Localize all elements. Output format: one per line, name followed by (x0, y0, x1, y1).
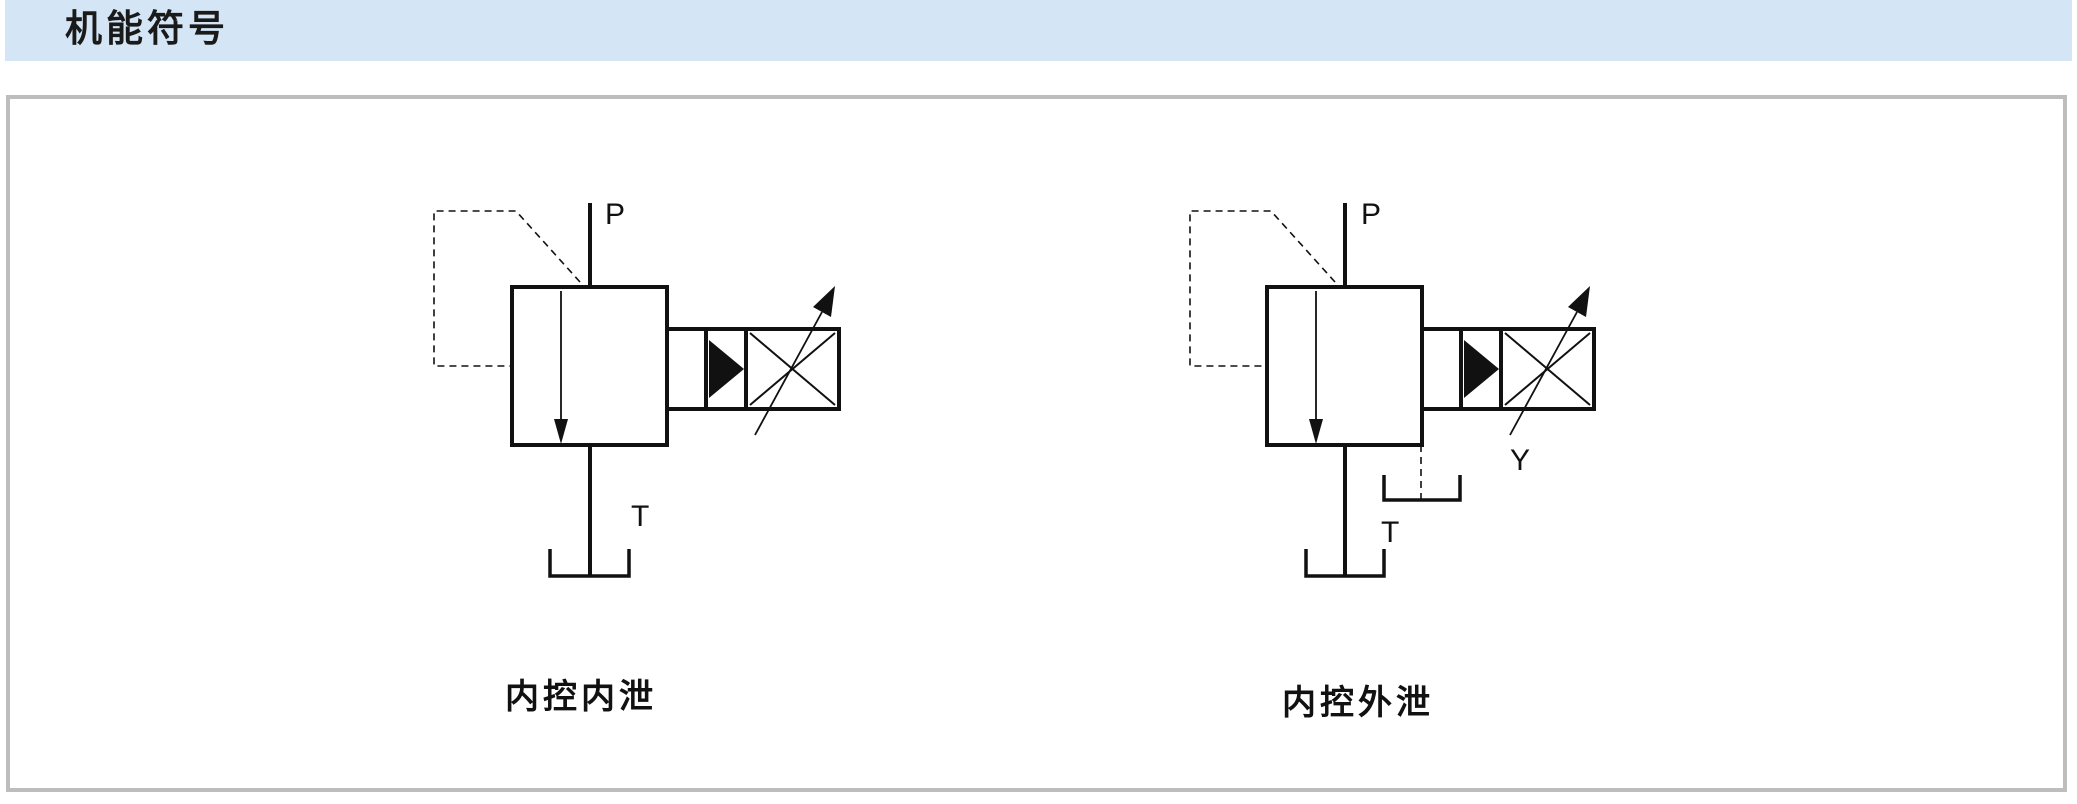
tank-symbol (1304, 549, 1386, 578)
section-title: 机能符号 (65, 7, 229, 50)
valve-body (510, 285, 669, 447)
port-label-t: T (1381, 516, 1399, 549)
solenoid-housing (665, 327, 841, 411)
symbols-panel (6, 95, 2067, 792)
section-header: 机能符号 (5, 0, 2072, 61)
variable-arrow-head (1568, 286, 1590, 317)
symbol-internal-pilot-internal-drain (433, 203, 841, 578)
solenoid-cross-b (1504, 332, 1591, 406)
tank-symbol (548, 549, 631, 578)
solenoid-triangle (1464, 340, 1499, 398)
pilot-line-dashed (433, 210, 581, 367)
flow-arrow-head (554, 419, 568, 444)
flow-arrow-head (1309, 419, 1323, 444)
proportional-solenoid (1420, 286, 1596, 436)
solenoid-triangle (709, 340, 744, 398)
port-label-y: Y (1510, 444, 1530, 477)
solenoid-housing (1420, 327, 1596, 411)
symbol-internal-pilot-external-drain (1189, 203, 1596, 578)
proportional-solenoid (665, 286, 841, 436)
variable-arrow-line (754, 311, 823, 436)
pilot-line-dashed (1189, 210, 1336, 367)
port-label-p: P (1361, 198, 1381, 231)
port-label-p: P (605, 198, 625, 231)
caption-internal-pilot-internal-drain: 内控内泄 (505, 677, 657, 717)
variable-arrow-line (1509, 311, 1578, 436)
variable-arrow-head (813, 286, 835, 317)
port-label-t: T (631, 500, 649, 533)
valve-body (1265, 285, 1424, 447)
solenoid-cross-b (749, 332, 836, 406)
drain-tank-symbol (1382, 475, 1462, 502)
caption-internal-pilot-external-drain: 内控外泄 (1282, 683, 1434, 723)
